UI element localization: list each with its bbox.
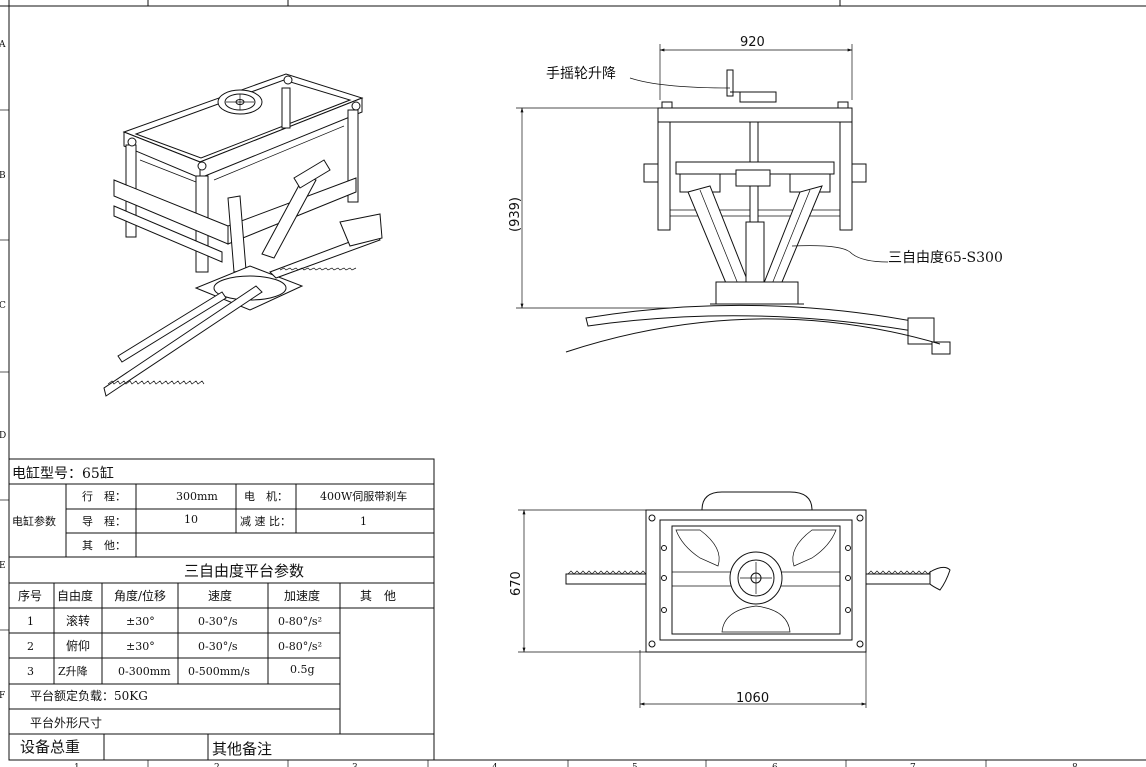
column-label: 3 [352, 763, 358, 767]
dim-height-front: (939) [508, 197, 523, 232]
motor-value: 400W伺服带刹车 [320, 489, 407, 503]
header-angle: 角度/位移 [114, 588, 166, 603]
callout-actuator: 三自由度65-S300 [888, 250, 1003, 266]
remarks: 其他备注 [212, 740, 272, 758]
other-label: 其 他： [82, 539, 126, 552]
zone-letters: A B C D E F [0, 40, 6, 701]
table-cell: 滚转 [66, 613, 90, 628]
column-label: 4 [492, 763, 498, 767]
table-cell: 0-80°/s² [278, 640, 322, 653]
table-cell: 0-80°/s² [278, 615, 322, 628]
total-weight: 设备总重 [20, 738, 80, 756]
cylinder-params-label: 电缸参数 [12, 514, 56, 528]
column-label: 8 [1072, 763, 1078, 767]
header-index: 序号 [18, 588, 42, 603]
zone-label: C [0, 301, 6, 311]
dim-width-top: 1060 [736, 691, 769, 706]
spec-table: 电缸型号：65缸 电缸参数 行 程： 300mm 电 机： 400W伺服带刹车 … [8, 458, 435, 761]
table-cell: 2 [27, 640, 34, 653]
lead-value: 10 [184, 513, 198, 526]
table-cell: 0-300mm [118, 665, 171, 678]
zone-label: E [0, 561, 6, 571]
column-numbers: 1 2 3 4 5 6 7 8 [74, 763, 1078, 767]
table-cell: 0-30°/s [198, 640, 238, 653]
column-label: 6 [772, 763, 778, 767]
table-cell: 3 [27, 665, 34, 678]
column-label: 2 [214, 763, 220, 767]
lead-label: 导 程： [82, 515, 126, 528]
top-view: 1060 670 [509, 491, 951, 708]
dim-width-front: 920 [740, 35, 765, 50]
stroke-value: 300mm [176, 490, 218, 503]
table-cell: 0-500mm/s [188, 665, 250, 678]
stroke-label: 行 程： [82, 490, 126, 503]
ratio-label: 减 速 比： [240, 515, 291, 528]
table-cell: 俯仰 [66, 638, 90, 653]
isometric-view [103, 73, 383, 397]
table-cell: 0-30°/s [198, 615, 238, 628]
header-dof: 自由度 [57, 588, 93, 603]
ratio-value: 1 [360, 515, 367, 528]
rated-load: 平台额定负载：50KG [30, 688, 148, 703]
zone-label: B [0, 171, 6, 181]
front-view: 920 (939) [508, 35, 1003, 355]
table-cell: Z升降 [58, 664, 88, 678]
column-label: 1 [74, 763, 80, 767]
zone-label: A [0, 40, 6, 50]
table-cell: 1 [27, 615, 34, 628]
zone-label: F [0, 691, 5, 701]
table-cell: ±30° [126, 640, 155, 653]
dim-height-top: 670 [509, 571, 524, 596]
platform-params-title: 三自由度平台参数 [184, 562, 304, 580]
platform-dimensions: 平台外形尺寸 [30, 715, 102, 730]
column-label: 7 [910, 763, 916, 767]
table-cell: ±30° [126, 615, 155, 628]
column-label: 5 [632, 763, 638, 767]
header-speed: 速度 [208, 588, 232, 603]
header-other: 其 他 [360, 589, 396, 603]
table-cell: 0.5g [290, 663, 315, 676]
cylinder-model: 电缸型号：65缸 [12, 465, 114, 482]
header-accel: 加速度 [284, 588, 320, 603]
callout-hand-crank: 手摇轮升降 [546, 66, 616, 82]
motor-label: 电 机： [244, 489, 288, 503]
zone-label: D [0, 431, 6, 441]
